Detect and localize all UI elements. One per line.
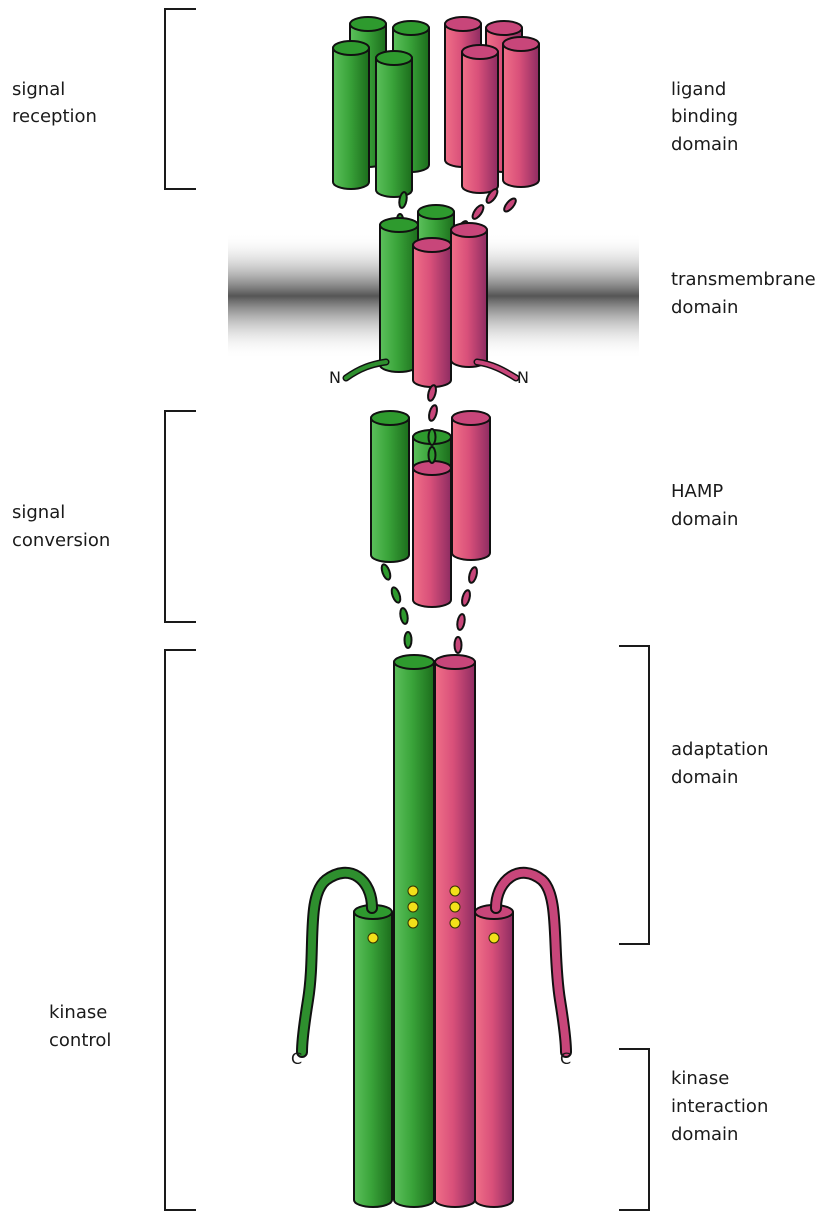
- methylation-site-dot: [408, 886, 418, 896]
- helix-adaptation-green: [394, 655, 434, 1207]
- helix-ligand-green: [376, 51, 412, 197]
- methylation-site-dot: [489, 933, 499, 943]
- bracket-adaptation: [619, 646, 649, 944]
- helix-ligand-green: [333, 41, 369, 189]
- helix-kinase-green-outer: [354, 905, 392, 1207]
- label-signal-conversion: signal conversion: [12, 502, 110, 551]
- linker-green: [399, 608, 409, 625]
- helix-ligand-magenta: [462, 45, 498, 193]
- methylation-site-dot: [450, 886, 460, 896]
- helix-ligand-magenta: [503, 37, 539, 187]
- methylation-site-dot: [408, 902, 418, 912]
- label-kinase-control: kinase control: [49, 1002, 113, 1051]
- linker-magenta: [455, 637, 462, 653]
- linker-magenta: [471, 203, 486, 220]
- methylation-site-dot: [450, 918, 460, 928]
- helix-bundle: [333, 17, 539, 1207]
- bracket-kinase-interaction: [619, 1049, 649, 1210]
- helix-hamp-green: [371, 411, 409, 562]
- label-transmembrane-domain: transmembrane domain: [671, 269, 822, 318]
- n-terminus-label-left: N: [329, 368, 341, 387]
- c-terminus-label-left: C: [291, 1049, 302, 1068]
- linker-green: [390, 586, 402, 603]
- linker-green: [405, 632, 412, 648]
- helix-tm-magenta: [413, 238, 451, 387]
- helix-hamp-magenta: [452, 411, 490, 560]
- n-terminus-label-right: N: [517, 368, 529, 387]
- linker-magenta: [502, 197, 518, 214]
- linker-magenta: [468, 566, 479, 583]
- linker-magenta: [456, 614, 466, 631]
- linker-magenta: [461, 589, 472, 606]
- methylation-site-dot: [450, 902, 460, 912]
- helix-hamp-magenta: [413, 461, 451, 607]
- label-hamp-domain: HAMP domain: [671, 481, 738, 530]
- bracket-kinase-control: [165, 650, 196, 1210]
- linker-magenta: [428, 404, 439, 421]
- label-signal-reception: signal reception: [12, 79, 97, 127]
- label-ligand-binding-domain: ligand binding domain: [671, 79, 744, 155]
- helix-kinase-magenta-outer: [475, 905, 513, 1207]
- linker-green: [429, 447, 436, 463]
- methylation-site-dot: [368, 933, 378, 943]
- bracket-signal-conversion: [165, 411, 196, 622]
- linker-green: [380, 563, 392, 580]
- helix-adaptation-magenta: [435, 655, 475, 1207]
- helix-tm-magenta: [451, 223, 487, 367]
- bracket-signal-reception: [165, 9, 196, 189]
- label-kinase-interaction-domain: kinase interaction domain: [671, 1068, 774, 1145]
- methylation-site-dot: [408, 918, 418, 928]
- label-adaptation-domain: adaptation domain: [671, 739, 774, 788]
- linker-green: [429, 429, 436, 445]
- c-terminus-label-right: C: [560, 1049, 571, 1068]
